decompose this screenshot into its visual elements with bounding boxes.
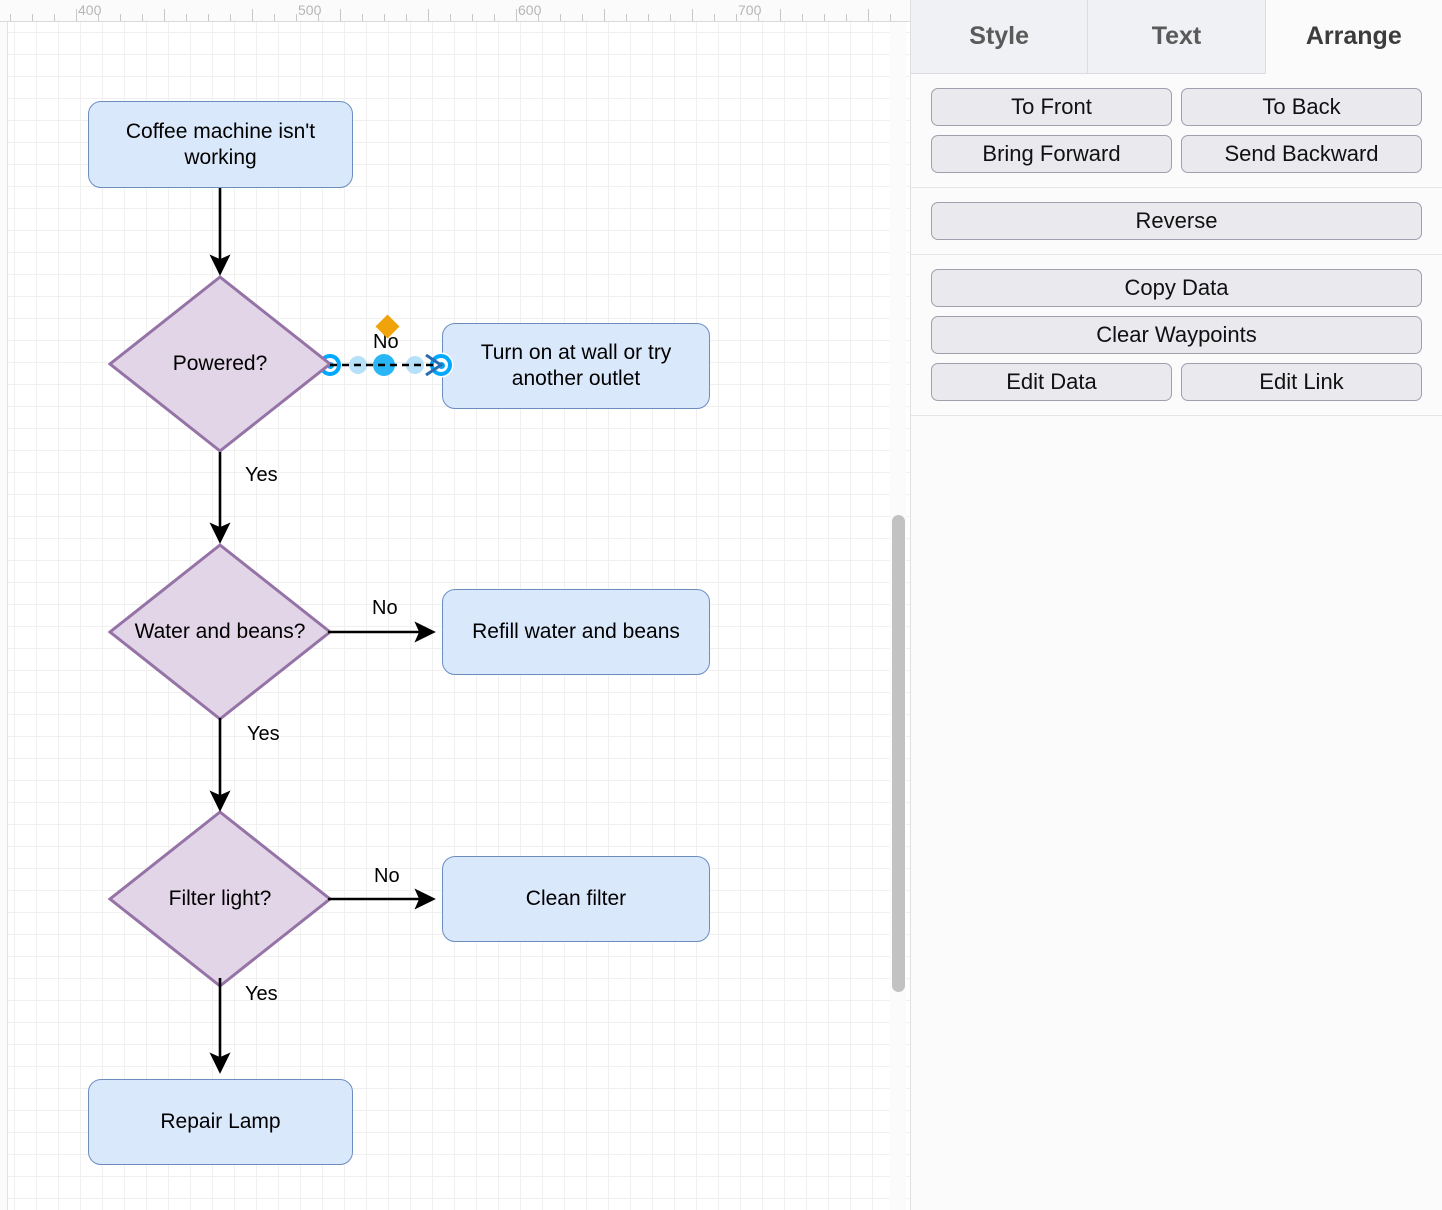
to-back-button[interactable]: To Back	[1181, 88, 1422, 126]
ruler-horizontal: 400 500 600 700	[0, 0, 910, 22]
node-label: Filter light?	[168, 887, 272, 911]
order-row-2: Bring Forward Send Backward	[931, 135, 1422, 173]
clear-waypoints-button[interactable]: Clear Waypoints	[931, 316, 1422, 354]
node-coffee-machine-isnt-working[interactable]: Coffee machine isn't working	[88, 101, 353, 188]
ruler-vertical	[0, 0, 8, 1210]
canvas-scrollbar-thumb[interactable]	[892, 515, 905, 992]
diagram-canvas-area[interactable]: Coffee machine isn't working Powered? Tu…	[0, 0, 910, 1210]
copy-data-button[interactable]: Copy Data	[931, 269, 1422, 307]
node-clean-filter[interactable]: Clean filter	[442, 856, 710, 942]
to-front-button[interactable]: To Front	[931, 88, 1172, 126]
edge-label-powered-yes[interactable]: Yes	[245, 464, 278, 486]
data-row-1: Copy Data	[931, 269, 1422, 307]
node-label: Powered?	[172, 352, 268, 376]
data-row-3: Edit Data Edit Link	[931, 363, 1422, 401]
ruler-label-400: 400	[78, 2, 102, 18]
canvas-vertical-scrollbar[interactable]	[890, 22, 906, 1210]
order-row-1: To Front To Back	[931, 88, 1422, 126]
tab-arrange[interactable]: Arrange	[1265, 0, 1442, 74]
edge-label-water-yes[interactable]: Yes	[247, 723, 280, 745]
section-reverse: Reverse	[911, 188, 1442, 255]
tab-style[interactable]: Style	[911, 0, 1089, 74]
node-label: Refill water and beans	[472, 620, 680, 644]
data-row-2: Clear Waypoints	[931, 316, 1422, 354]
reverse-button[interactable]: Reverse	[931, 202, 1422, 240]
node-label: Water and beans?	[134, 620, 306, 644]
diagram-graph	[209, 188, 444, 1074]
format-panel: Style Text Arrange To Front To Back Brin…	[910, 0, 1442, 1210]
edge-label-water-no[interactable]: No	[372, 597, 398, 619]
node-label: Repair Lamp	[160, 1110, 281, 1134]
edit-data-button[interactable]: Edit Data	[931, 363, 1172, 401]
tab-style-label: Style	[969, 22, 1030, 50]
edge-label-filter-no[interactable]: No	[374, 865, 400, 887]
ruler-label-500: 500	[298, 2, 322, 18]
ruler-label-700: 700	[738, 2, 762, 18]
node-label: Clean filter	[525, 887, 627, 911]
node-label: Coffee machine isn't working	[125, 119, 316, 169]
tab-arrange-label: Arrange	[1305, 22, 1402, 50]
tab-text[interactable]: Text	[1088, 0, 1266, 74]
node-repair-lamp[interactable]: Repair Lamp	[88, 1079, 353, 1165]
node-label: Turn on at wall or try another outlet	[480, 341, 672, 390]
diamond-shape	[108, 275, 332, 453]
edit-link-button[interactable]: Edit Link	[1181, 363, 1422, 401]
format-panel-empty-area	[911, 416, 1442, 1136]
bring-forward-button[interactable]: Bring Forward	[931, 135, 1172, 173]
tab-text-label: Text	[1151, 22, 1202, 50]
section-data: Copy Data Clear Waypoints Edit Data Edit…	[911, 255, 1442, 416]
format-panel-tabbar: Style Text Arrange	[911, 0, 1442, 74]
node-powered-decision[interactable]: Powered?	[108, 275, 332, 453]
ruler-label-600: 600	[518, 2, 542, 18]
node-turn-on-at-wall[interactable]: Turn on at wall or try another outlet	[442, 323, 710, 409]
send-backward-button[interactable]: Send Backward	[1181, 135, 1422, 173]
section-order: To Front To Back Bring Forward Send Back…	[911, 74, 1442, 188]
ruler-ticks	[0, 0, 910, 21]
edge-label-powered-no[interactable]: No	[373, 331, 399, 353]
reverse-row: Reverse	[931, 202, 1422, 240]
node-refill-water-and-beans[interactable]: Refill water and beans	[442, 589, 710, 675]
edge-label-filter-yes[interactable]: Yes	[245, 983, 278, 1005]
